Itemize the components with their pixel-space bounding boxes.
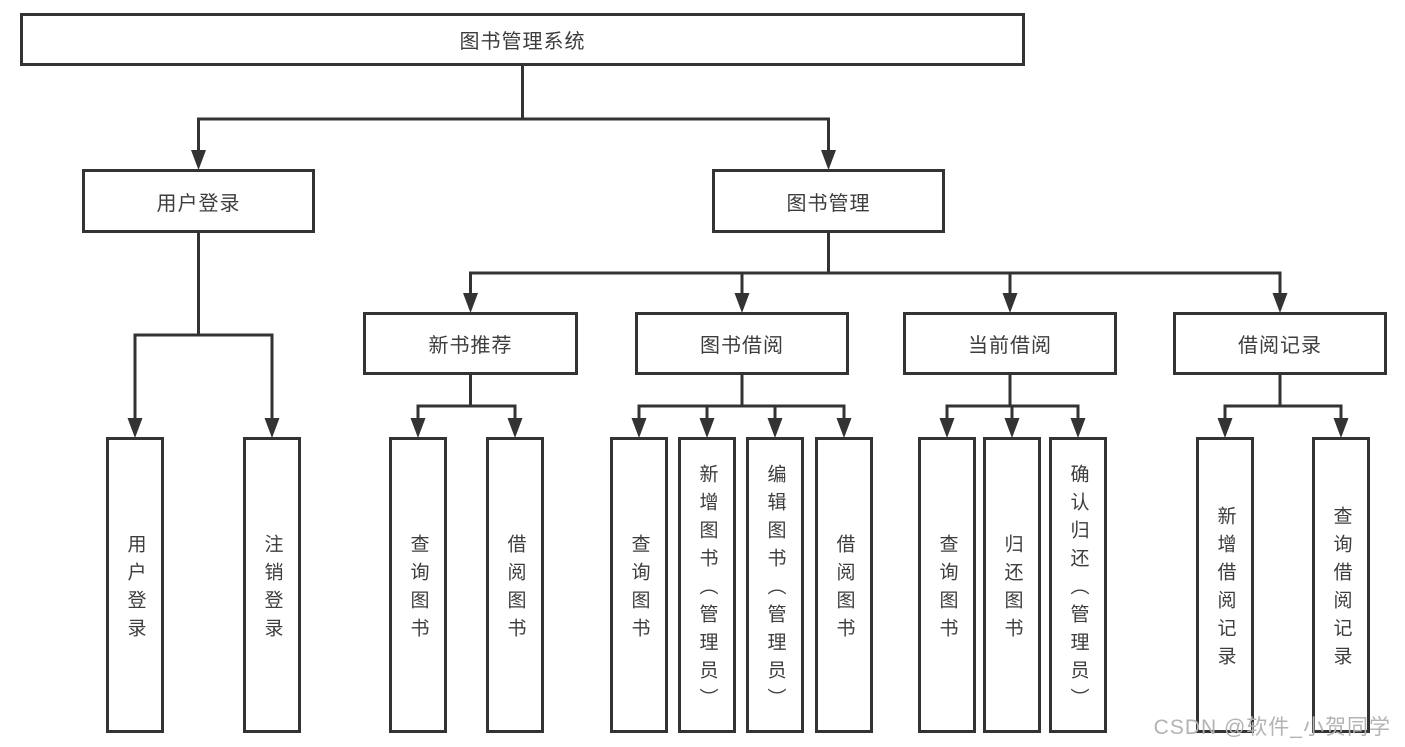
node-label: 查询图书 xyxy=(407,533,429,646)
node-label: 用户登录 xyxy=(156,192,241,215)
node-label: 查询借阅记录 xyxy=(1330,505,1352,674)
node-cb-return-book: 归还图书 xyxy=(983,437,1041,733)
node-bb-borrow-book: 借阅图书 xyxy=(815,437,873,733)
node-cb-query-book: 查询图书 xyxy=(918,437,976,733)
node-bb-query-book: 查询图书 xyxy=(610,437,668,733)
node-rec-borrow-book: 借阅图书 xyxy=(486,437,544,733)
node-label: 当前借阅 xyxy=(968,335,1052,357)
node-br-query-record: 查询借阅记录 xyxy=(1312,437,1370,733)
node-br-add-record: 新增借阅记录 xyxy=(1196,437,1254,733)
csdn-watermark: CSDN @软件_小贺同学 xyxy=(1153,716,1391,739)
node-user-login-action: 用户登录 xyxy=(106,437,164,733)
node-book-borrow: 图书借阅 xyxy=(635,312,849,375)
node-label: 图书借阅 xyxy=(700,335,784,357)
node-label: 图书管理 xyxy=(786,192,871,215)
node-bb-edit-book: 编辑图书（管理员） xyxy=(746,437,804,733)
node-cb-confirm-return: 确认归还（管理员） xyxy=(1049,437,1107,733)
node-label: 查询图书 xyxy=(628,533,650,646)
node-label: 新书推荐 xyxy=(428,335,513,357)
node-label: 注销登录 xyxy=(261,533,283,646)
node-logout: 注销登录 xyxy=(243,437,301,733)
node-user-login: 用户登录 xyxy=(82,169,315,233)
node-label: 查询图书 xyxy=(936,533,958,646)
node-label: 借阅记录 xyxy=(1238,335,1322,357)
node-new-book-rec: 新书推荐 xyxy=(363,312,578,375)
node-borrow-records: 借阅记录 xyxy=(1173,312,1387,375)
node-label: 用户登录 xyxy=(124,533,146,646)
node-label: 新增图书（管理员） xyxy=(696,463,718,716)
node-label: 借阅图书 xyxy=(833,533,855,646)
node-label: 借阅图书 xyxy=(504,533,526,646)
node-label: 编辑图书（管理员） xyxy=(764,463,786,716)
node-label: 新增借阅记录 xyxy=(1214,505,1236,674)
node-root: 图书管理系统 xyxy=(20,13,1025,66)
node-rec-query-book: 查询图书 xyxy=(389,437,447,733)
node-book-mgmt: 图书管理 xyxy=(712,169,945,233)
node-label: 归还图书 xyxy=(1001,533,1023,646)
node-current-borrow: 当前借阅 xyxy=(903,312,1117,375)
node-bb-add-book: 新增图书（管理员） xyxy=(678,437,736,733)
node-label: 图书管理系统 xyxy=(459,31,586,53)
node-label: 确认归还（管理员） xyxy=(1067,463,1089,716)
